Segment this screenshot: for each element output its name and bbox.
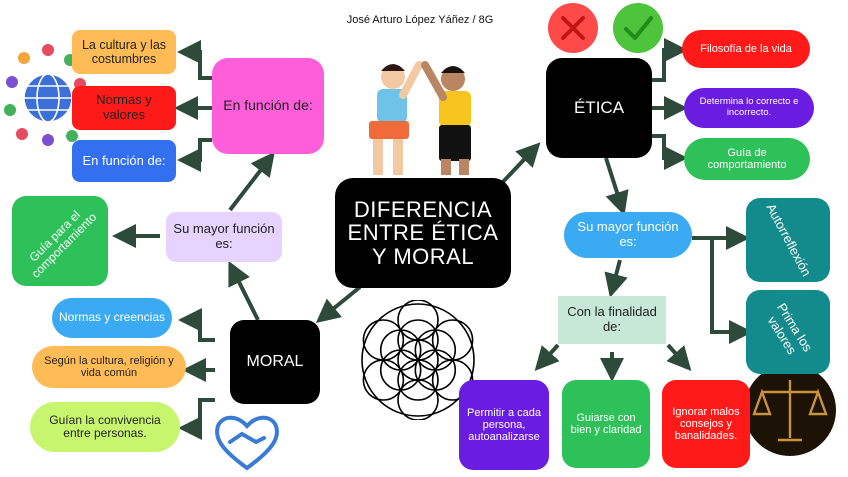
moral-depends-enfuncion: En función de:	[72, 140, 176, 182]
moral-depends-normas: Normas y valores	[72, 86, 176, 130]
moral-function-label: Su mayor función es:	[166, 212, 282, 262]
etica-branch-filosofia: Filosofía de la vida	[682, 30, 810, 68]
center-title: DIFERENCIA ENTRE ÉTICA Y MORAL	[335, 178, 511, 288]
etica-purpose-label: Con la finalidad de:	[558, 296, 666, 344]
arrow-enfuncion-to-enfuncion2	[177, 138, 212, 172]
etica-purpose-guiarse: Guiarse con bien y claridad	[562, 380, 650, 468]
cross-icon	[548, 3, 598, 53]
arrow-etica-to-guia	[652, 134, 688, 170]
moral-depends-cultura: La cultura y las costumbres	[72, 30, 176, 74]
arrow-moral-to-guian	[178, 398, 215, 440]
high-five-icon	[369, 61, 471, 175]
author-caption: José Arturo López Yáñez / 8G	[346, 13, 494, 26]
sacred-geometry-icon	[361, 300, 475, 420]
etica-branch-determina: Determina lo correcto e incorrecto.	[684, 88, 814, 128]
arrow-function-to-prima	[692, 236, 753, 344]
autorreflexion-text: Autorreflexión	[763, 200, 815, 279]
moral-depends-label: En función de:	[212, 58, 324, 154]
prima-text: Prima los valores	[765, 300, 816, 358]
etica-branch-guia: Guía de comportamiento	[684, 138, 810, 180]
moral-guia-text: Guía para el comportamiento	[26, 207, 100, 281]
arrow-etica-to-function	[604, 157, 629, 216]
etica-function-label: Su mayor función es:	[564, 212, 692, 258]
arrow-purpose-to-left	[534, 343, 560, 371]
arrow-center-to-etica	[498, 142, 541, 187]
etica-purpose-autoanalizarse: Permitir a cada persona, autoanalizarse	[459, 380, 549, 470]
arrow-etica-to-filosofia	[652, 38, 688, 82]
moral-branch-segun: Según la cultura, religión y vida común	[32, 346, 186, 388]
scales-icon	[744, 364, 836, 456]
arrow-function-to-purpose	[604, 259, 628, 298]
moral-branch-normas: Normas y creencias	[52, 298, 172, 338]
arrow-moral-to-normas	[178, 308, 215, 342]
arrow-moral-to-function	[228, 260, 260, 321]
arrow-enfuncion-to-cultura	[177, 40, 212, 80]
arrow-center-to-moral	[315, 285, 362, 324]
arrow-purpose-to-right	[666, 343, 692, 371]
moral-function-guia: Guía para el comportamiento	[12, 196, 108, 286]
moral-node: MORAL	[230, 320, 320, 404]
etica-function-autorreflexion: Autorreflexión	[746, 198, 830, 282]
etica-purpose-ignorar: Ignorar malos consejos y banalidades.	[662, 380, 750, 468]
handshake-heart-icon	[215, 415, 279, 471]
arrow-function-to-enfuncion	[228, 151, 275, 212]
moral-branch-guian: Guían la convivencia entre personas.	[30, 402, 180, 452]
etica-node: ÉTICA	[546, 58, 652, 158]
check-icon	[613, 3, 663, 53]
etica-function-prima: Prima los valores	[746, 290, 830, 374]
